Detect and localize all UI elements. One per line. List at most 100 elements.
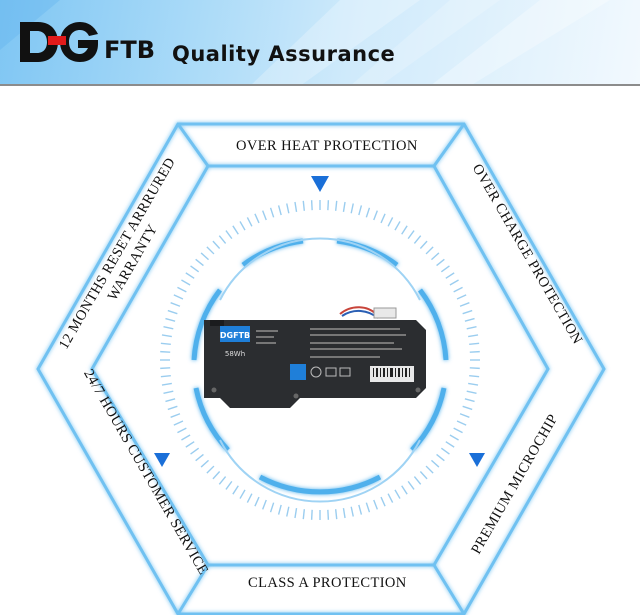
brand-logo: FTB (18, 20, 155, 64)
dial-tick (445, 441, 455, 448)
dial-tick (239, 489, 246, 499)
dial-tick (161, 382, 172, 386)
dial-tick (436, 258, 445, 267)
dial-tick (358, 205, 363, 216)
dial-tick (269, 502, 275, 513)
inner-arc-ring (219, 237, 421, 503)
dial-tick (185, 272, 195, 279)
dg-logo-mark (20, 22, 98, 62)
dial-tick (206, 246, 215, 255)
dial-tick (387, 217, 394, 227)
dial-tick (456, 294, 467, 300)
dial-tick (277, 504, 282, 515)
dial-tick (160, 367, 171, 370)
dial-tick (286, 506, 290, 517)
dial-tick (262, 499, 267, 510)
dial-tick (456, 420, 467, 426)
dial-tick (218, 235, 227, 244)
dial-tick (165, 317, 176, 322)
dial-tick (262, 210, 267, 221)
dial-tick (173, 420, 184, 426)
dial-tick (334, 509, 338, 520)
logo-ftb-text: FTB (104, 36, 156, 64)
dial-tick (225, 480, 233, 490)
dial-tick (185, 441, 195, 448)
dial-tick (387, 493, 394, 503)
dial-tick (160, 374, 171, 378)
dial-tick (167, 309, 178, 315)
dial-tick (200, 252, 209, 261)
dial-tick (459, 413, 470, 418)
dial-tick (190, 447, 200, 455)
dial-tick (277, 205, 282, 216)
battery-product-image: DGFTB 58Wh (190, 300, 440, 410)
dial-tick (445, 272, 455, 279)
tagline-quality-assurance: Quality Assurance (172, 42, 396, 66)
dial-tick (177, 286, 187, 293)
dial-tick (466, 326, 477, 330)
dial-tick (431, 459, 440, 468)
arrow-right-icon (469, 453, 485, 467)
dial-tick (161, 334, 172, 338)
dial-tick (163, 326, 174, 330)
dial-tick (177, 427, 187, 434)
header-banner: FTB Quality Assurance (0, 0, 640, 86)
dial-tick (181, 434, 191, 441)
dial-tick (310, 200, 313, 211)
dial-tick (419, 471, 428, 480)
dial-tick (195, 258, 204, 267)
dial-tick (468, 382, 479, 386)
dial-tick (407, 480, 415, 490)
dial-tick (206, 465, 215, 474)
dial-tick (449, 279, 459, 286)
dial-tick (170, 302, 181, 307)
dial-tick (294, 201, 298, 212)
dial-tick (239, 221, 246, 231)
dial-tick (431, 252, 440, 261)
dial-tick (286, 203, 290, 214)
dial-tick (464, 398, 475, 403)
dial-tick (254, 213, 260, 224)
dial-tick (294, 508, 298, 519)
dial-tick (469, 342, 480, 346)
dial-tick (167, 405, 178, 411)
dial-tick (254, 496, 260, 507)
dial-tick (459, 302, 470, 307)
dial-tick (342, 508, 346, 519)
dial-tick (453, 427, 463, 434)
dial-tick (181, 279, 191, 286)
dial-tick (365, 207, 371, 218)
dial-tick (462, 309, 473, 315)
dial-tick (160, 342, 171, 346)
dial-tick (350, 506, 354, 517)
dial-tick (170, 413, 181, 418)
label-over-heat-protection: OVER HEAT PROTECTION (236, 138, 418, 154)
dial-tick (466, 390, 477, 394)
dial-tick (195, 453, 204, 462)
dial-tick (436, 453, 445, 462)
dial-tick (419, 240, 428, 249)
dial-tick (469, 350, 480, 353)
dial-tick (212, 471, 221, 480)
dial-tick (163, 390, 174, 394)
dial-tick (394, 221, 401, 231)
dial-tick (401, 485, 408, 495)
dial-tick (212, 240, 221, 249)
dial-tick (453, 286, 463, 293)
dial-tick (462, 405, 473, 411)
dial-tick (425, 246, 434, 255)
dial-tick (440, 265, 450, 273)
label-class-a-protection: CLASS A PROTECTION (248, 575, 407, 591)
dial-tick (440, 447, 450, 455)
header-divider (0, 84, 640, 86)
dial-tick (218, 476, 227, 485)
battery-capacity-label: 58Wh (225, 350, 245, 358)
dial-tick (380, 496, 386, 507)
dial-tick (327, 200, 330, 211)
dial-tick (358, 504, 363, 515)
dial-tick-ring (160, 200, 480, 520)
dial-tick (173, 294, 184, 300)
dial-tick (373, 499, 378, 510)
dial-tick (413, 235, 422, 244)
dial-tick (425, 465, 434, 474)
